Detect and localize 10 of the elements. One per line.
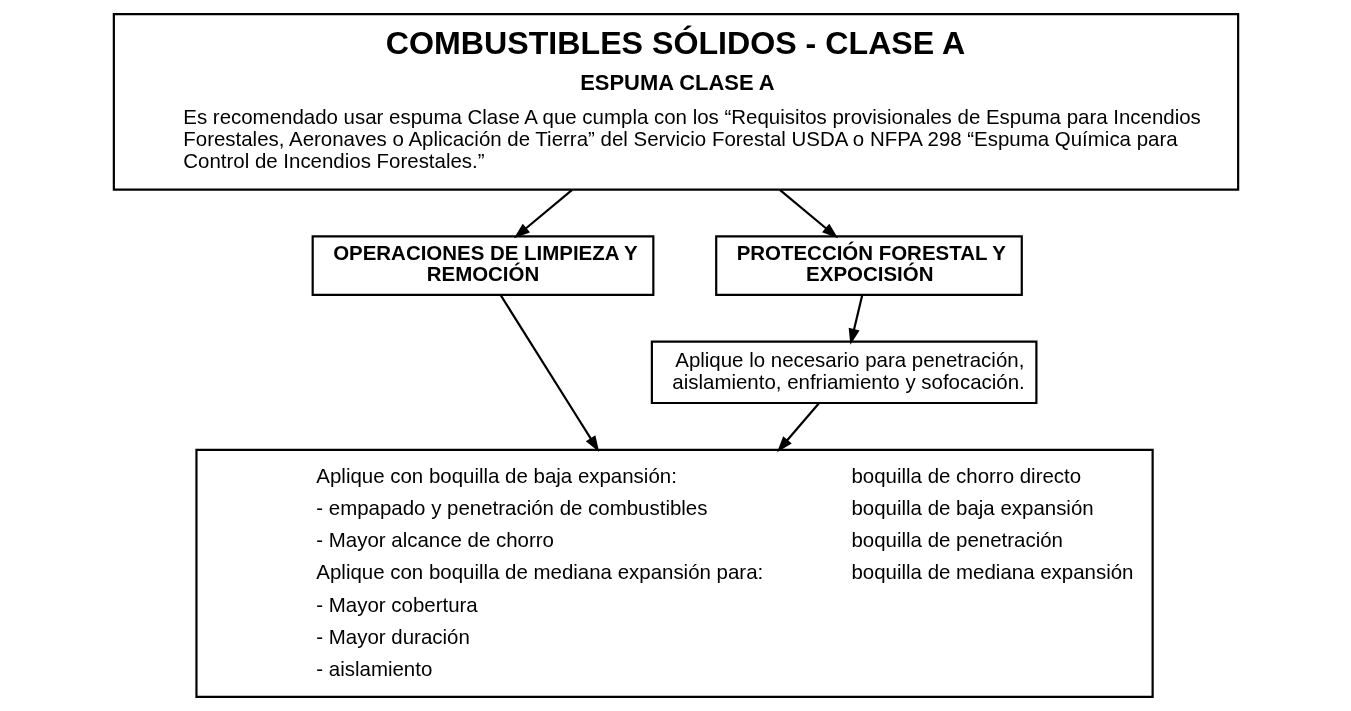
- node-box: OPERACIONES DE LIMPIEZA Y REMOCIÓN: [311, 235, 654, 296]
- node-box: PROTECCIÓN FORESTAL Y EXPOCISIÓN: [714, 235, 1023, 296]
- arrow: [848, 294, 863, 345]
- node-box: Aplique lo necesario para penetración, aislamiento, enfriamiento y sofocación.: [650, 340, 1037, 405]
- arrow: [776, 402, 820, 453]
- arrow: [513, 189, 573, 239]
- node-box: Aplique con boquilla de baja expansión: boquilla de chorro directo - empapado y penetración de combustibles boquilla de baja expansión - Mayor alcance de chorro boquilla de penetración Aplique con boquilla de mediana expansión para: boquilla de mediana expansión - Mayor cobertura - Mayor duración - aislamiento: [194, 448, 1154, 698]
- arrow: [778, 189, 838, 239]
- arrow: [499, 294, 599, 452]
- node-box: COMBUSTIBLES SÓLIDOS - CLASE A ESPUMA CLASE A Es recomendado usar espuma Clase A que cumpla con los “Requisitos provisionales de Espuma para Incendios Forestales, Aeronaves o Aplicación de Tierra” del Servicio Forestal USDA o NFPA 298 “Espuma Química para Control de Incendios Forestales.”: [112, 13, 1239, 191]
